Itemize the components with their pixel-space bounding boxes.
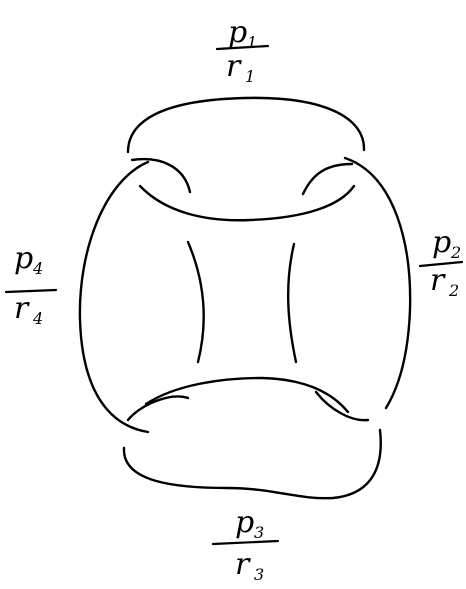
label-left-num-sub: 4 <box>32 259 43 278</box>
knot-strands <box>78 96 412 500</box>
inner-left-vertical <box>186 240 205 364</box>
label-left-num: p <box>14 241 33 276</box>
label-bottom-bar <box>211 539 280 546</box>
label-right-den: r <box>430 263 446 298</box>
label-top-num: p <box>228 15 247 50</box>
label-left-bar <box>4 288 58 294</box>
label-right-num-sub: 2 <box>450 243 461 262</box>
label-right-bar <box>418 260 464 268</box>
label-top-bar <box>215 44 270 51</box>
label-bottom: p 3 r 3 <box>211 505 280 584</box>
label-right-num: p <box>432 225 451 260</box>
bottom-right-hook <box>314 390 370 422</box>
label-bottom-num-sub: 3 <box>254 523 264 542</box>
inner-right-vertical <box>286 242 298 364</box>
top-left-hook <box>130 157 192 194</box>
bottom-left-hook <box>126 395 190 422</box>
left-outer-strand <box>78 160 150 434</box>
label-top-den: r <box>226 49 242 84</box>
label-left-den-sub: 4 <box>32 309 43 328</box>
label-top: p 1 r 1 <box>215 15 270 86</box>
label-left: p 4 r 4 <box>4 241 58 328</box>
label-left-den: r <box>14 291 30 326</box>
inner-top-curve <box>138 184 356 222</box>
label-top-num-sub: 1 <box>247 33 257 52</box>
top-arc <box>126 96 366 154</box>
label-bottom-den: r <box>235 547 251 582</box>
label-right: p 2 r 2 <box>418 225 464 300</box>
top-right-hook <box>301 162 354 196</box>
label-bottom-num: p <box>235 505 254 540</box>
label-right-den-sub: 2 <box>448 281 459 300</box>
right-outer-strand <box>343 156 412 410</box>
bottom-arc <box>122 428 382 500</box>
inner-bottom-curve <box>144 376 350 414</box>
label-bottom-den-sub: 3 <box>254 565 264 584</box>
label-top-den-sub: 1 <box>245 67 255 86</box>
